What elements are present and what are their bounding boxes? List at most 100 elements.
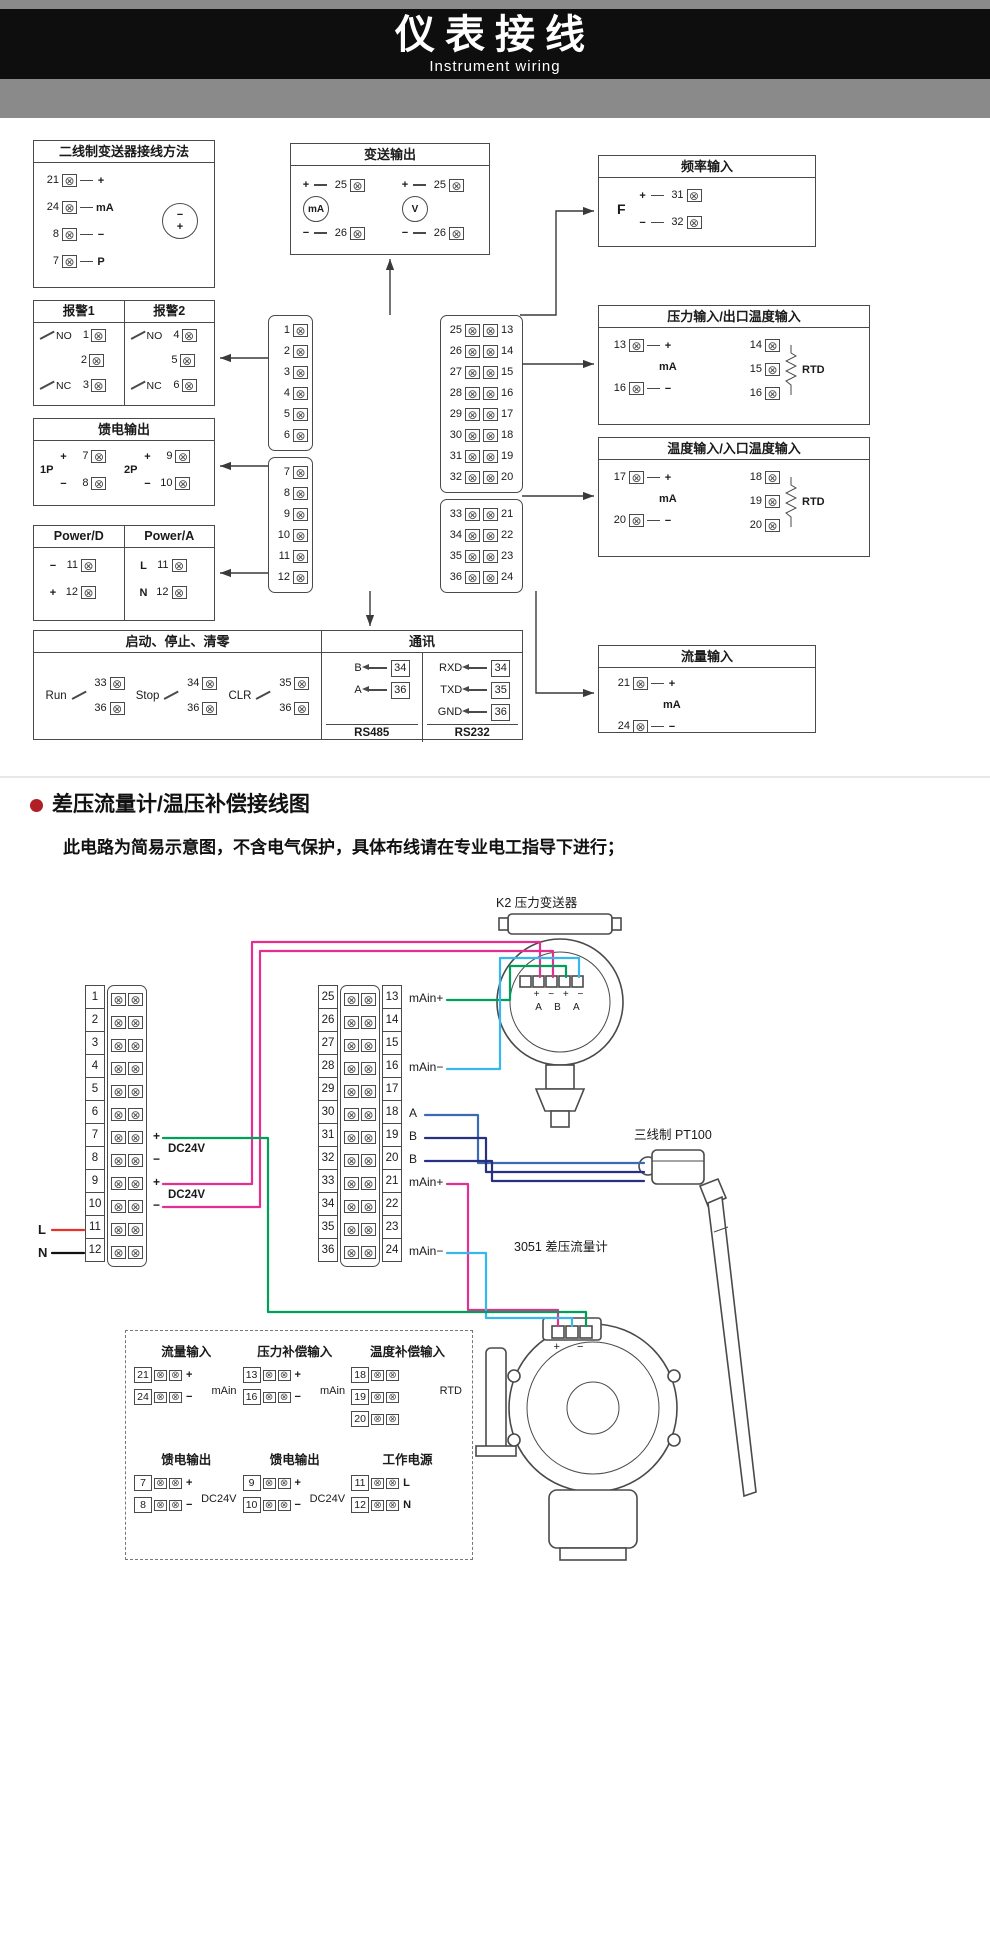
feed-groups: 1P + 7 − 8 — [34, 441, 214, 495]
dp-flowmeter-3051 — [475, 1317, 681, 1561]
terminal-icon — [371, 1369, 385, 1381]
terminal-number: 22 — [501, 529, 514, 541]
arrow-left-icon — [361, 664, 387, 670]
terminal-icon — [128, 1131, 143, 1144]
frequency-input-box: 频率输入 F + 31 − 32 — [598, 155, 816, 247]
terminal-number: 11 — [85, 1215, 105, 1239]
terminal-number: 16 — [613, 382, 626, 394]
terminal-number: 15 — [749, 363, 762, 375]
terminal-icon — [262, 1499, 276, 1511]
terminal-number: 26 — [334, 226, 347, 239]
terminal-icon — [465, 408, 480, 421]
terminal-number: 25 — [334, 178, 347, 191]
terminal-icon — [181, 329, 197, 342]
rtd-terminals: 14 15 16 — [745, 336, 780, 403]
box-title: 变送输出 — [291, 144, 489, 166]
wire-stub — [413, 184, 426, 186]
terminal-number: 12 — [85, 1238, 105, 1262]
terminal-icon — [91, 329, 106, 342]
terminal-icon — [483, 571, 498, 584]
terminal-number: 26 — [433, 226, 446, 239]
power-title: Power/A — [124, 526, 214, 548]
terminal-number: 8 — [85, 1146, 105, 1170]
terminal-icon — [686, 189, 702, 202]
terminal-icon — [111, 1108, 126, 1121]
terminal-sign: − — [639, 216, 646, 229]
terminal-icon — [128, 1016, 143, 1029]
flow-input-box: 流量输入 21 + mA 24 − — [598, 645, 816, 733]
alarm-box: 报警1 NO 1 2 NC 3 — [33, 300, 215, 406]
terminal-number: 5 — [171, 354, 178, 366]
terminal-icon — [262, 1477, 276, 1489]
terminal-number: 21 — [46, 174, 59, 186]
terminal-number: 16 — [382, 1054, 402, 1078]
terminal-number: 31 — [449, 450, 462, 462]
terminal-icon — [344, 1062, 359, 1075]
terminal-sign: − — [97, 228, 105, 241]
signal-label: B — [409, 1152, 418, 1166]
signal-label: mAin− — [409, 1244, 444, 1258]
terminal-icon — [277, 1499, 291, 1511]
terminal-icon — [154, 1499, 167, 1511]
terminal-icon — [765, 339, 780, 352]
terminal-number: 36 — [318, 1238, 338, 1262]
reference-cell: 温度补偿输入 18 19 — [351, 1341, 464, 1441]
alarm-columns: 报警1 NO 1 2 NC 3 — [34, 301, 214, 405]
terminal-number: 21 — [501, 508, 514, 520]
terminal-icon — [465, 450, 480, 463]
signal-label: B — [354, 662, 362, 674]
terminal-icon — [371, 1413, 385, 1425]
terminal-icon — [483, 387, 498, 400]
signal-label — [404, 1217, 443, 1240]
terminal-icon — [344, 1108, 359, 1121]
two-wire-transmitter-box: 二线制变送器接线方法 21 + 24 mA — [33, 140, 215, 288]
wire-stub — [647, 344, 660, 347]
terminal-number: 16 — [501, 387, 514, 399]
terminal-number: 30 — [318, 1100, 338, 1124]
terminal-number: 21 — [617, 677, 630, 689]
meter-symbol: mA — [303, 196, 329, 222]
rtd-resistor-icon — [785, 476, 797, 527]
terminal-number: 8 — [52, 228, 59, 240]
transmit-output-box: 变送输出 + 25 mA − 26 — [290, 143, 490, 255]
terminal-number: 27 — [318, 1031, 338, 1055]
runstop-groups: Run 33 36 — [34, 653, 321, 739]
terminal-icon — [111, 1246, 126, 1259]
terminal-number: 17 — [613, 471, 626, 483]
temperature-input-box: 温度输入/入口温度输入 17 + mA 20 − — [598, 437, 870, 557]
wire-stub — [647, 476, 660, 479]
terminal-sign: + — [294, 1477, 301, 1489]
wire-stub — [80, 179, 93, 182]
terminal-number: 3 — [283, 366, 290, 378]
transmit-halves: + 25 mA − 26 — [291, 166, 489, 250]
terminal-icon — [483, 471, 498, 484]
terminal-number: 5 — [283, 408, 290, 420]
cell-title: 流量输入 — [161, 1345, 212, 1359]
signal-label: A — [409, 1106, 418, 1120]
bottom-note: 此电路为简易示意图，不含电气保护，具体布线请在专业电工指导下进行； — [63, 838, 624, 857]
terminal-icon — [449, 226, 464, 240]
terminal-number: 24 — [617, 720, 630, 732]
wire-stub — [650, 194, 664, 197]
terminal-icon — [128, 1039, 143, 1052]
terminal-number: 17 — [382, 1077, 402, 1101]
terminal-icon — [371, 1391, 385, 1403]
terminal-sign: − — [49, 559, 57, 572]
terminal-icon — [202, 677, 218, 690]
wire-stub — [651, 682, 664, 685]
terminal-number: 34 — [491, 659, 511, 677]
terminal-icon — [629, 339, 644, 352]
terminal-sign: N — [403, 1499, 412, 1511]
terminal-icon — [293, 324, 308, 337]
terminal-sign: + — [153, 1129, 161, 1143]
signal-label: GND — [437, 706, 463, 718]
terminal-icon — [169, 1391, 182, 1403]
terminal-icon — [293, 487, 308, 500]
terminal-sign: + — [294, 1369, 301, 1381]
terminal-icon — [293, 345, 308, 358]
terminal-icon — [111, 993, 126, 1006]
terminal-number: 15 — [382, 1031, 402, 1055]
